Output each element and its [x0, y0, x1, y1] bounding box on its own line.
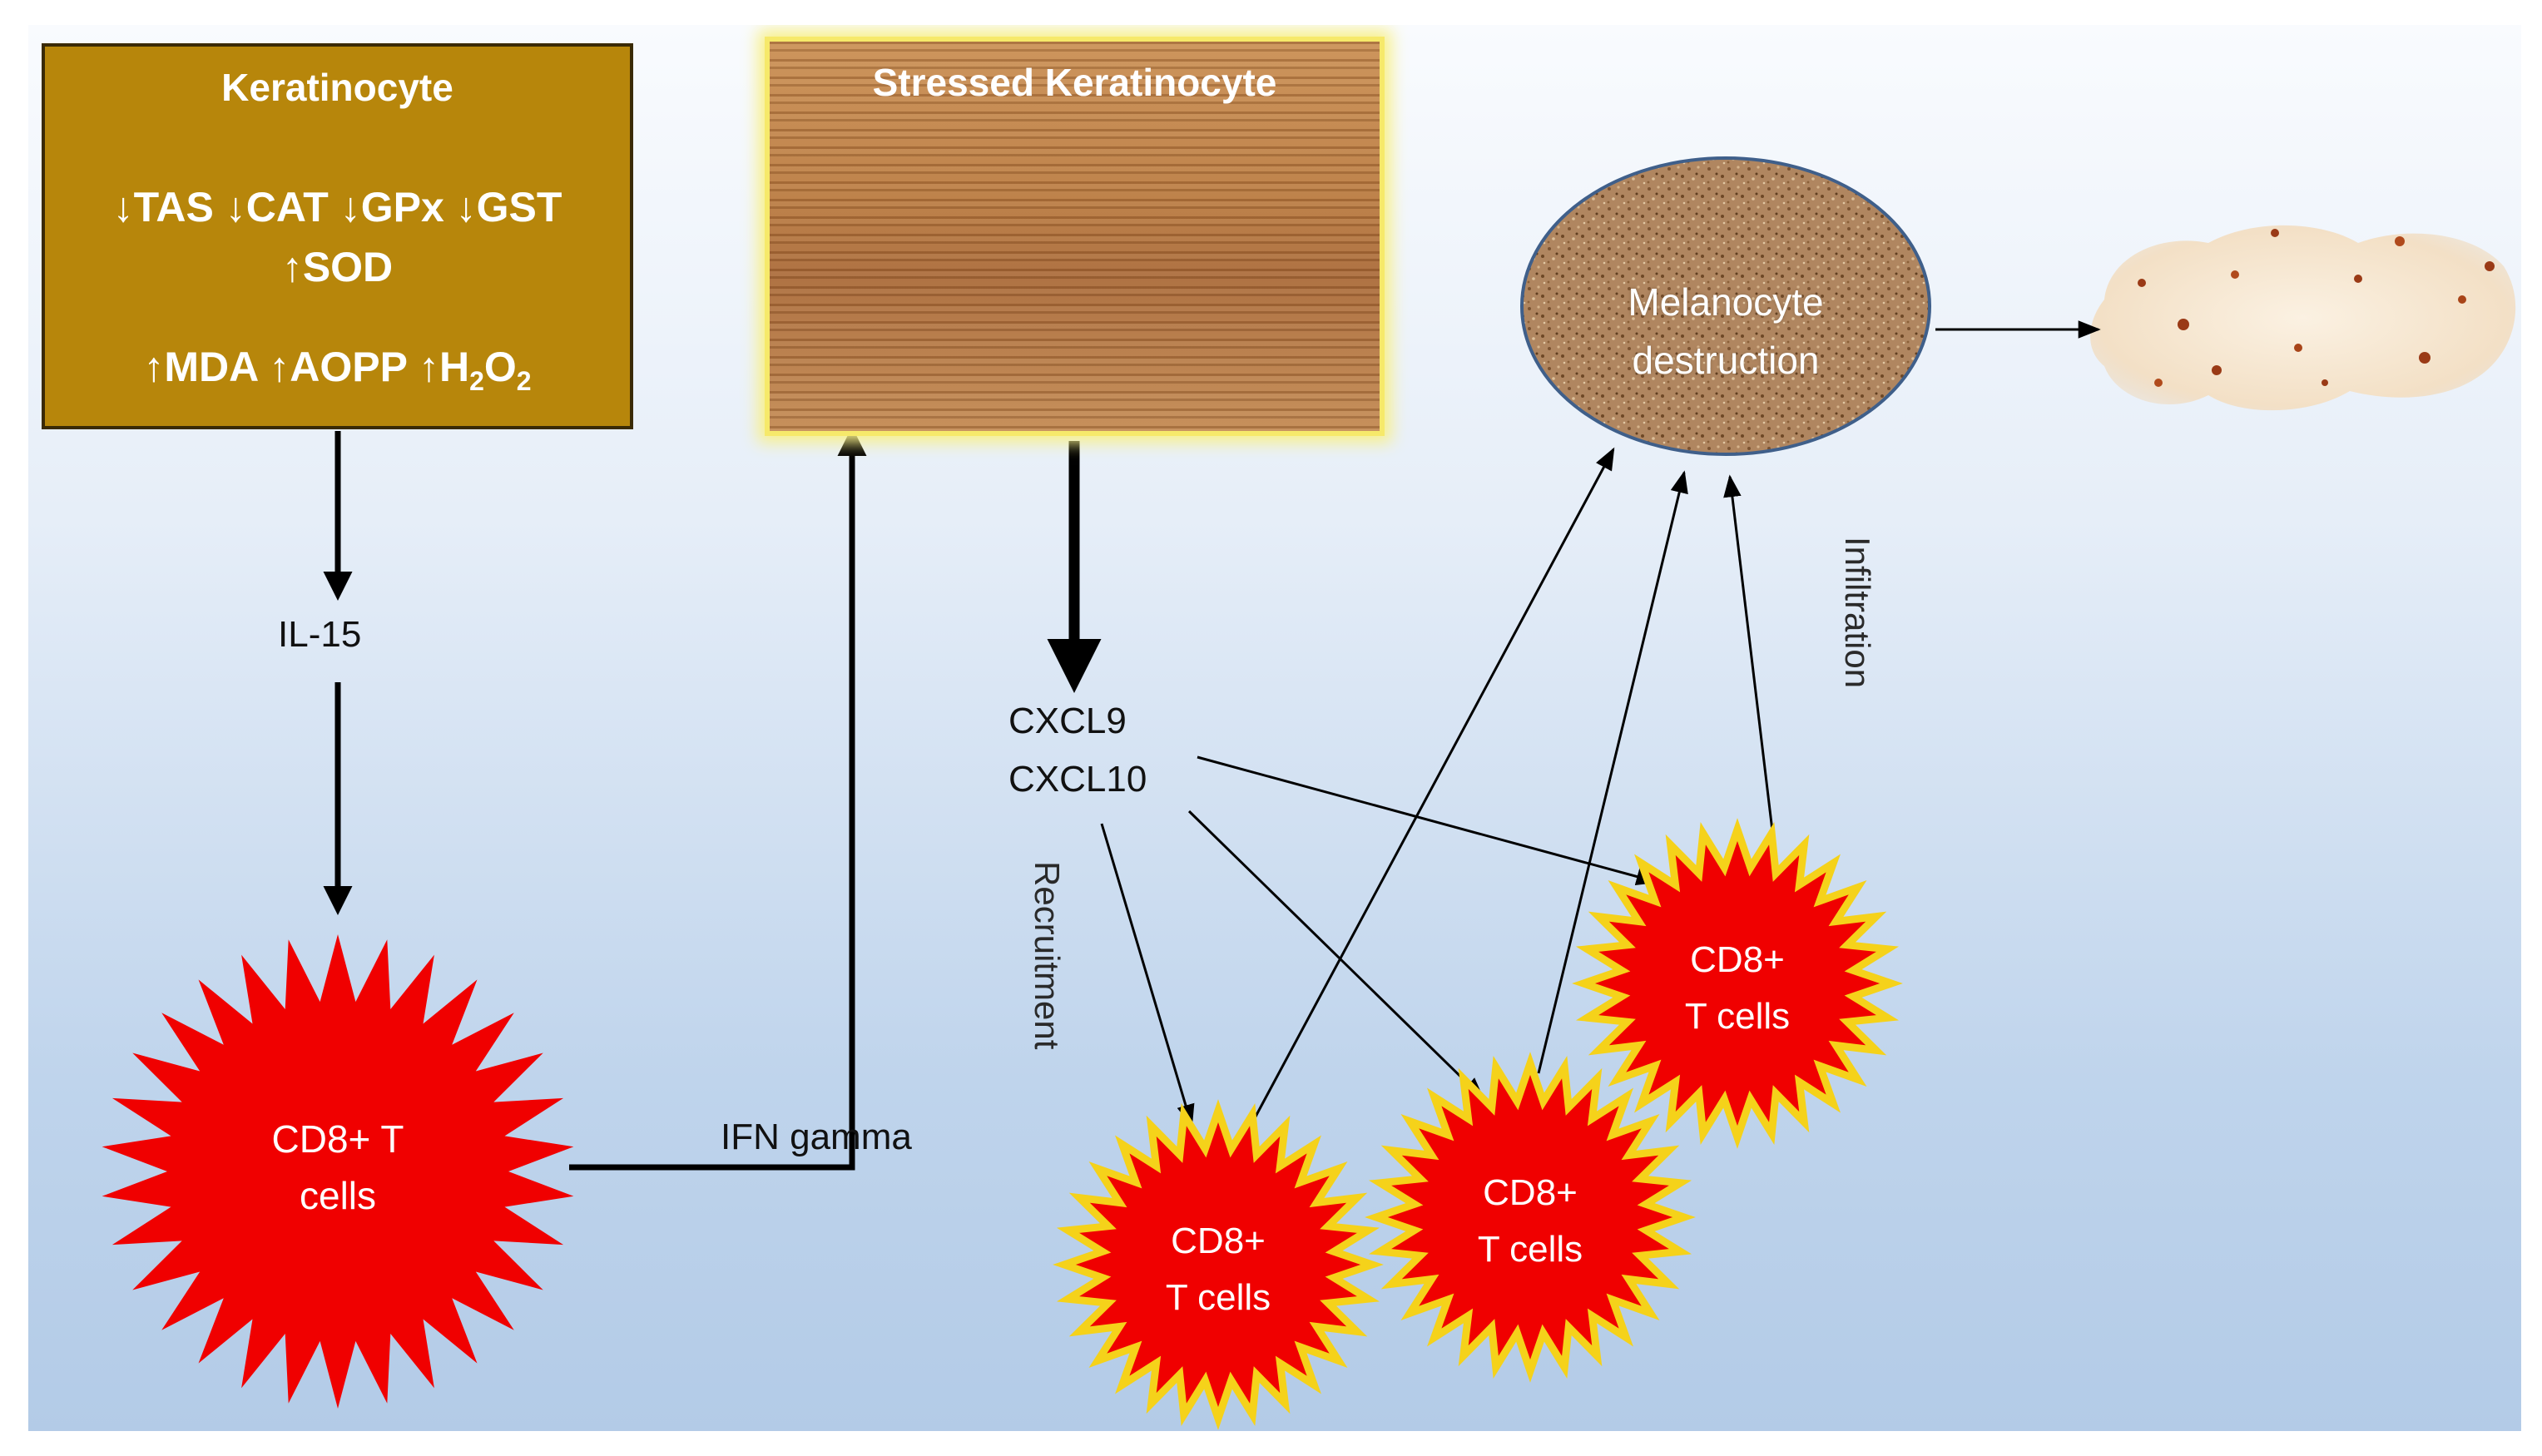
cxcl9-label: CXCL9 [1008, 701, 1127, 741]
il15-label: IL-15 [278, 614, 362, 655]
melanocyte-destruction-label: Melanocyte destruction [1559, 273, 1892, 389]
main-tcell-line1: CD8+ T [271, 1117, 404, 1161]
cxcl10-label: CXCL10 [1008, 759, 1147, 800]
main-tcell-line2: cells [299, 1174, 377, 1217]
arrow-cxcl-to-cell-3 [1197, 755, 1659, 886]
arrow-cell-1-to-melanocyte [1248, 447, 1615, 1128]
keratinocyte-markers-line1: ↓TAS ↓CAT ↓GPx ↓GST [112, 184, 562, 230]
subscript-2a: 2 [469, 366, 484, 396]
tcell-1-line2: T cells [1165, 1277, 1271, 1318]
keratinocyte-mda-aopp-h: ↑MDA ↑AOPP ↑H [143, 344, 470, 390]
tcell-3-label: CD8+ T cells [1613, 932, 1862, 1045]
tcell-2-line1: CD8+ [1483, 1172, 1578, 1213]
tcell-layer [102, 818, 1903, 1430]
arrow-cell-2-to-melanocyte [1537, 470, 1688, 1074]
tcell-2-starburst-icon [1365, 1052, 1696, 1383]
arrow-cxcl-to-cell-1 [1100, 823, 1195, 1127]
arrow-cxcl-to-cell-2 [1187, 810, 1484, 1100]
main-tcell-starburst-icon [102, 934, 574, 1409]
melanocyte-line2: destruction [1632, 339, 1820, 382]
stressed-keratinocyte-title: Stressed Keratinocyte [872, 61, 1277, 104]
tcell-2-line2: T cells [1477, 1229, 1583, 1270]
tcell-1-line1: CD8+ [1171, 1221, 1266, 1261]
keratinocyte-box: Keratinocyte ↓TAS ↓CAT ↓GPx ↓GST ↑SOD ↑M… [42, 43, 633, 429]
diagram-graphics [102, 156, 2516, 1430]
subscript-2b: 2 [516, 366, 532, 396]
ifn-gamma-label: IFN gamma [721, 1117, 912, 1157]
keratinocyte-title: Keratinocyte [221, 66, 453, 109]
keratinocyte-o: O [483, 344, 517, 390]
keratinocyte-markers-line2: ↑SOD [281, 244, 394, 290]
recruitment-label: Recruitment [1028, 861, 1067, 1050]
stressed-keratinocyte-box: Stressed Keratinocyte [765, 37, 1385, 436]
tcell-3-line1: CD8+ [1690, 939, 1785, 980]
melanocyte-line1: Melanocyte [1628, 280, 1824, 324]
tcell-1-label: CD8+ T cells [1093, 1213, 1343, 1326]
tcell-2-label: CD8+ T cells [1405, 1165, 1655, 1278]
tcell-3-line2: T cells [1684, 996, 1791, 1037]
diagram-canvas: Keratinocyte ↓TAS ↓CAT ↓GPx ↓GST ↑SOD ↑M… [28, 25, 2521, 1431]
vitiligo-skin-patch-icon [2090, 225, 2516, 411]
main-tcell-label: CD8+ T cells [171, 1111, 504, 1224]
tcell-1-starburst-icon [1053, 1099, 1384, 1430]
keratinocyte-markers-line3: ↑MDA ↑AOPP ↑H2O2 [45, 343, 630, 397]
melanocyte-cell [1520, 156, 1931, 456]
infiltration-label: Infiltration [1838, 537, 1877, 689]
tcell-3-starburst-icon [1572, 818, 1903, 1149]
arrow-cell-3-to-melanocyte [1723, 474, 1776, 845]
arrow-ifn-gamma [569, 427, 867, 1171]
